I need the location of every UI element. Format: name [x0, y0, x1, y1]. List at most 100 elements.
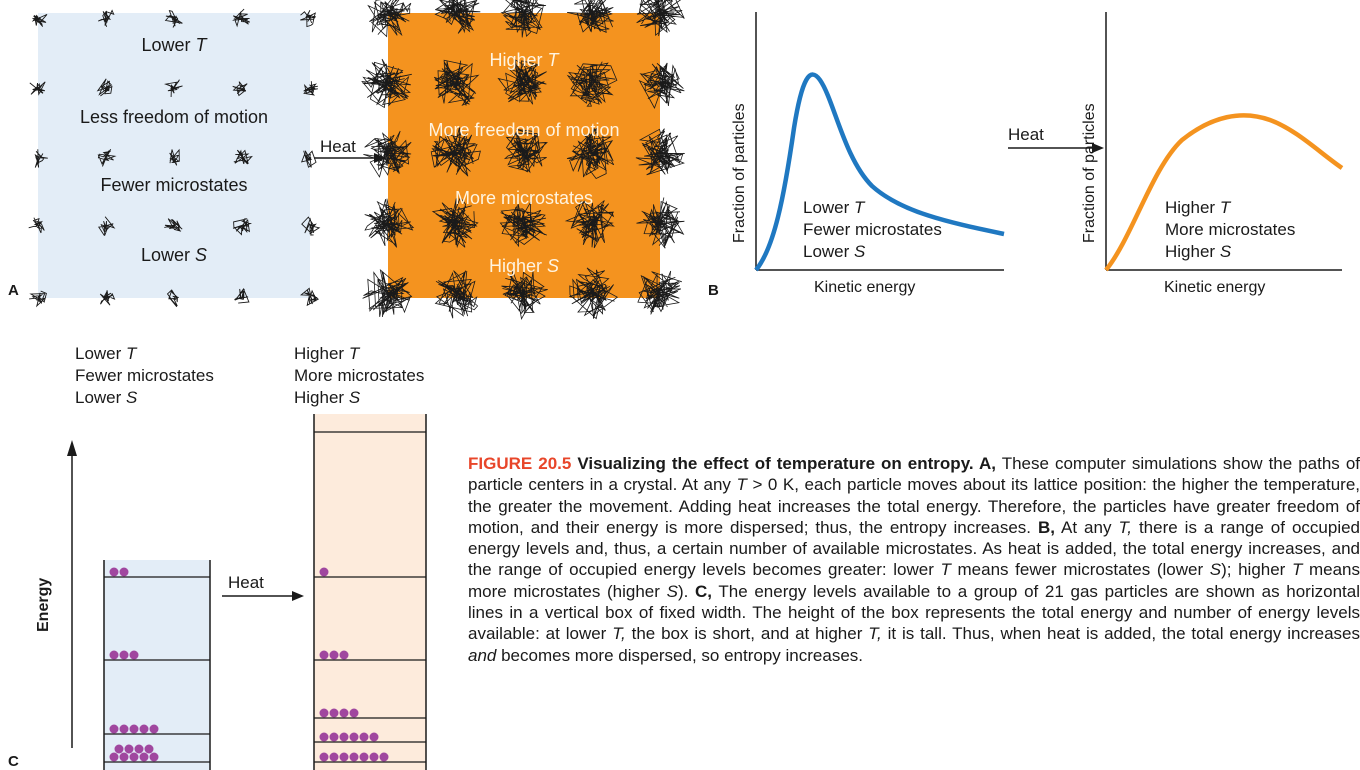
- particle-path: [232, 8, 251, 28]
- particle-path: [564, 200, 615, 249]
- particle-path: [300, 150, 317, 168]
- gas-particle: [134, 744, 144, 754]
- panel-b-heat-label: Heat: [1008, 125, 1044, 144]
- particle-path: [99, 290, 116, 306]
- hot-distribution-curve: [1104, 113, 1344, 272]
- particle-path: [364, 198, 415, 248]
- particle-path: [503, 129, 549, 174]
- energy-axis-arrowhead: [67, 440, 77, 456]
- particle-path: [636, 0, 685, 37]
- figure-caption: FIGURE 20.5 Visualizing the effect of te…: [468, 454, 1360, 665]
- energy-axis-label: Energy: [35, 578, 52, 632]
- gas-particle: [129, 752, 139, 762]
- hot-energy-box: [314, 414, 426, 770]
- cold-freedom-label: Less freedom of motion: [79, 107, 269, 127]
- cold-energy-box: [104, 560, 210, 770]
- particle-path: [98, 216, 116, 237]
- particle-path: [433, 59, 480, 107]
- particle-path: [233, 149, 253, 165]
- particle-path: [164, 218, 183, 232]
- hot-box-labels: Higher T More microstates Higher S: [294, 344, 425, 407]
- cold-particle-paths: [28, 8, 321, 308]
- particle-path: [367, 0, 412, 38]
- particle-path: [166, 289, 179, 308]
- figure-number: FIGURE 20.5: [468, 454, 572, 473]
- particle-path: [31, 13, 48, 27]
- gas-particle: [319, 567, 329, 577]
- gas-particle: [119, 650, 129, 660]
- particle-path: [434, 0, 481, 34]
- hot-crystal-square: Higher T More freedom of motion More mic…: [361, 0, 685, 320]
- hot-particles: [319, 567, 389, 762]
- gas-particle: [359, 732, 369, 742]
- cold-graph-labels: Lower T Fewer microstates Lower S: [803, 198, 942, 261]
- gas-particle: [329, 708, 339, 718]
- particle-path: [303, 81, 318, 96]
- gas-particle: [339, 752, 349, 762]
- cold-particles: [109, 567, 159, 762]
- gas-particle: [369, 752, 379, 762]
- panel-c-label: C: [8, 753, 19, 770]
- gas-particle: [149, 752, 159, 762]
- hot-entropy-label: Higher S: [488, 256, 560, 276]
- right-graph-x-label: Kinetic energy: [1164, 279, 1265, 296]
- particle-path: [569, 267, 619, 320]
- particle-path: [362, 268, 413, 318]
- particle-path: [164, 9, 183, 28]
- gas-particle: [339, 650, 349, 660]
- particle-path: [430, 127, 481, 177]
- gas-particle: [119, 752, 129, 762]
- particle-path: [434, 270, 479, 319]
- gas-particle: [339, 732, 349, 742]
- energy-level-diagram: Energy Heat: [35, 414, 427, 770]
- particle-path: [300, 287, 319, 307]
- figure-title: Visualizing the effect of temperature on…: [571, 454, 996, 473]
- hot-microstates-label: More microstates: [454, 188, 594, 208]
- gas-particle: [349, 752, 359, 762]
- gas-particle: [379, 752, 389, 762]
- right-graph-y-label: Fraction of particles: [1081, 103, 1098, 243]
- particle-path: [163, 79, 183, 98]
- gas-particle: [149, 724, 159, 734]
- gas-particle: [369, 732, 379, 742]
- gas-particle: [129, 650, 139, 660]
- gas-particle: [109, 567, 119, 577]
- particle-path: [97, 149, 117, 167]
- gas-particle: [319, 708, 329, 718]
- gas-particle: [119, 724, 129, 734]
- panel-c-heat-label: Heat: [228, 573, 264, 592]
- particle-path: [361, 58, 412, 109]
- cold-distribution-curve: [754, 72, 1005, 272]
- cold-box-labels: Lower T Fewer microstates Lower S: [75, 344, 214, 407]
- panel-a-heat-arrow: [314, 153, 386, 163]
- cold-temp-label: Lower T: [141, 35, 207, 55]
- cold-entropy-label: Lower S: [140, 245, 208, 265]
- gas-particle: [349, 708, 359, 718]
- particle-path: [232, 218, 253, 236]
- gas-particle: [139, 752, 149, 762]
- hot-particle-paths: [361, 0, 685, 320]
- particle-path: [431, 196, 479, 249]
- gas-particle: [114, 744, 124, 754]
- gas-particle: [144, 744, 154, 754]
- gas-particle: [119, 567, 129, 577]
- cold-microstates-label: Fewer microstates: [100, 175, 248, 195]
- particle-path: [34, 149, 48, 168]
- particle-path: [28, 217, 45, 234]
- particle-path: [637, 270, 683, 315]
- panel-a-heat-label: Heat: [320, 137, 356, 156]
- particle-path: [566, 127, 615, 180]
- particle-path: [501, 270, 548, 320]
- gas-particle: [109, 752, 119, 762]
- gas-particle: [124, 744, 134, 754]
- particle-path: [500, 0, 547, 38]
- particle-path: [301, 216, 321, 236]
- hot-graph-labels: Higher T More microstates Higher S: [1165, 198, 1296, 261]
- gas-particle: [329, 752, 339, 762]
- panel-b-label: B: [708, 282, 719, 299]
- gas-particle: [139, 724, 149, 734]
- gas-particle: [109, 650, 119, 660]
- gas-particle: [329, 650, 339, 660]
- gas-particle: [339, 708, 349, 718]
- particle-path: [232, 81, 248, 97]
